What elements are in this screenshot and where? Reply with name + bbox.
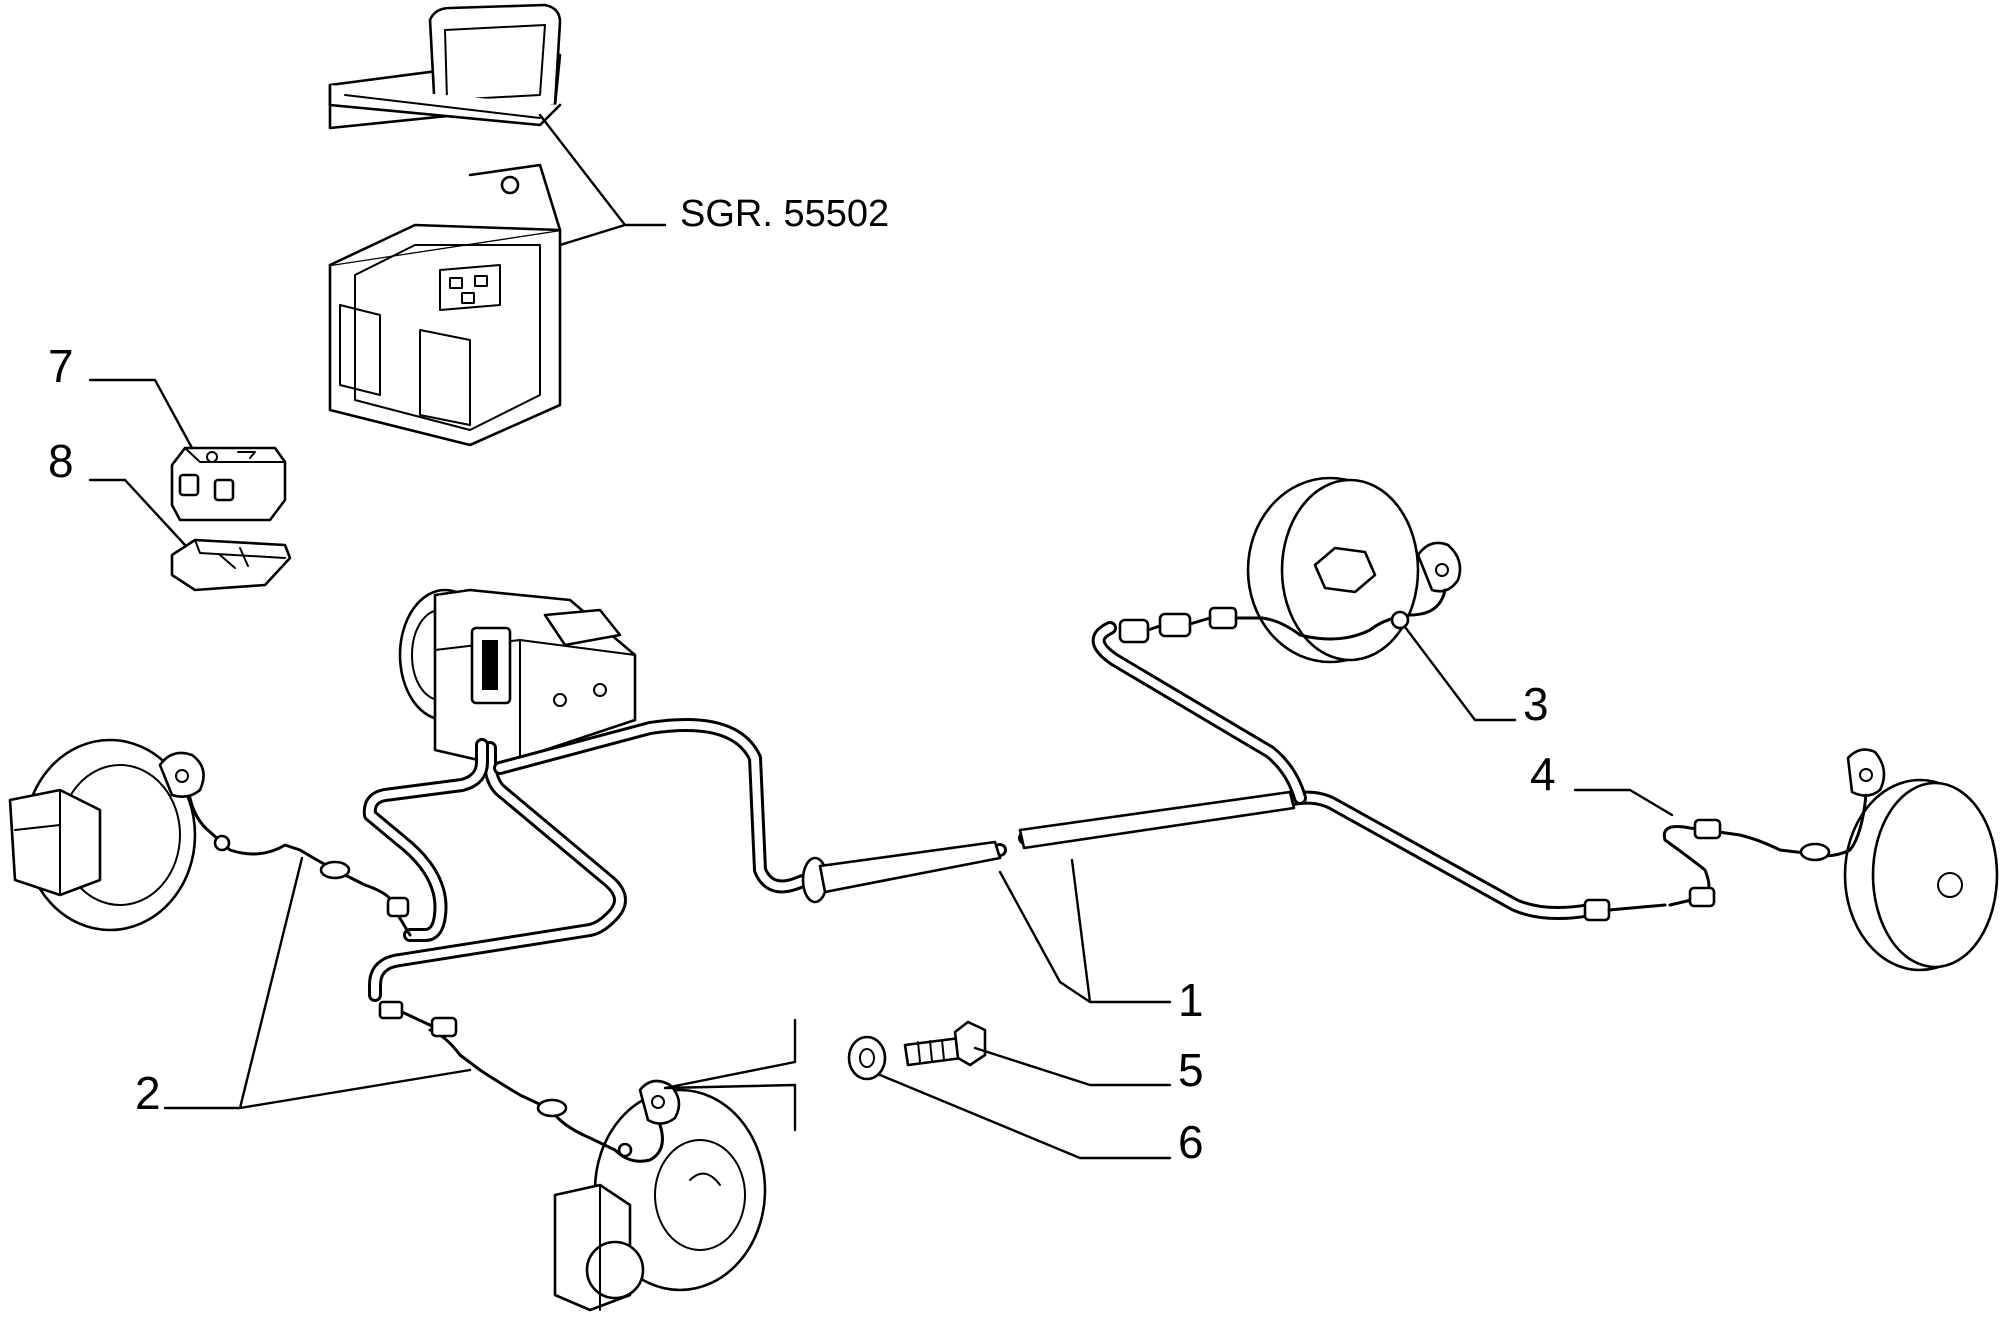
front-right-wheel-sensor xyxy=(378,1000,681,1163)
relay-box-cover xyxy=(328,3,562,130)
callout-1: 1 xyxy=(1178,974,1204,1026)
bolt xyxy=(903,1020,987,1067)
reference-leader-line xyxy=(538,113,667,247)
main-wiring-harness xyxy=(362,621,1597,1002)
front-left-wheel-sensor xyxy=(158,751,412,937)
callout-7: 7 xyxy=(48,340,74,392)
reference-label: SGR. 55502 xyxy=(680,193,889,235)
relay xyxy=(170,446,287,522)
front-right-brake-disc xyxy=(553,1088,767,1312)
callout-4: 4 xyxy=(1530,748,1556,800)
callout-2: 2 xyxy=(135,1067,161,1119)
rear-right-wheel-sensor xyxy=(1583,748,1886,922)
callout-3: 3 xyxy=(1523,678,1549,730)
abs-electrical-connector xyxy=(470,626,512,705)
rear-right-brake-drum xyxy=(1843,778,1999,972)
relay-box-base xyxy=(328,163,562,447)
leader-lines xyxy=(88,378,1674,1160)
rear-left-brake-drum xyxy=(1246,476,1420,664)
callout-6: 6 xyxy=(1178,1116,1204,1168)
callout-5: 5 xyxy=(1178,1044,1204,1096)
rear-left-wheel-sensor xyxy=(1118,541,1462,644)
callout-8: 8 xyxy=(48,435,74,487)
washer xyxy=(847,1035,887,1081)
fuse xyxy=(170,538,292,592)
front-left-brake-disc xyxy=(8,738,197,932)
